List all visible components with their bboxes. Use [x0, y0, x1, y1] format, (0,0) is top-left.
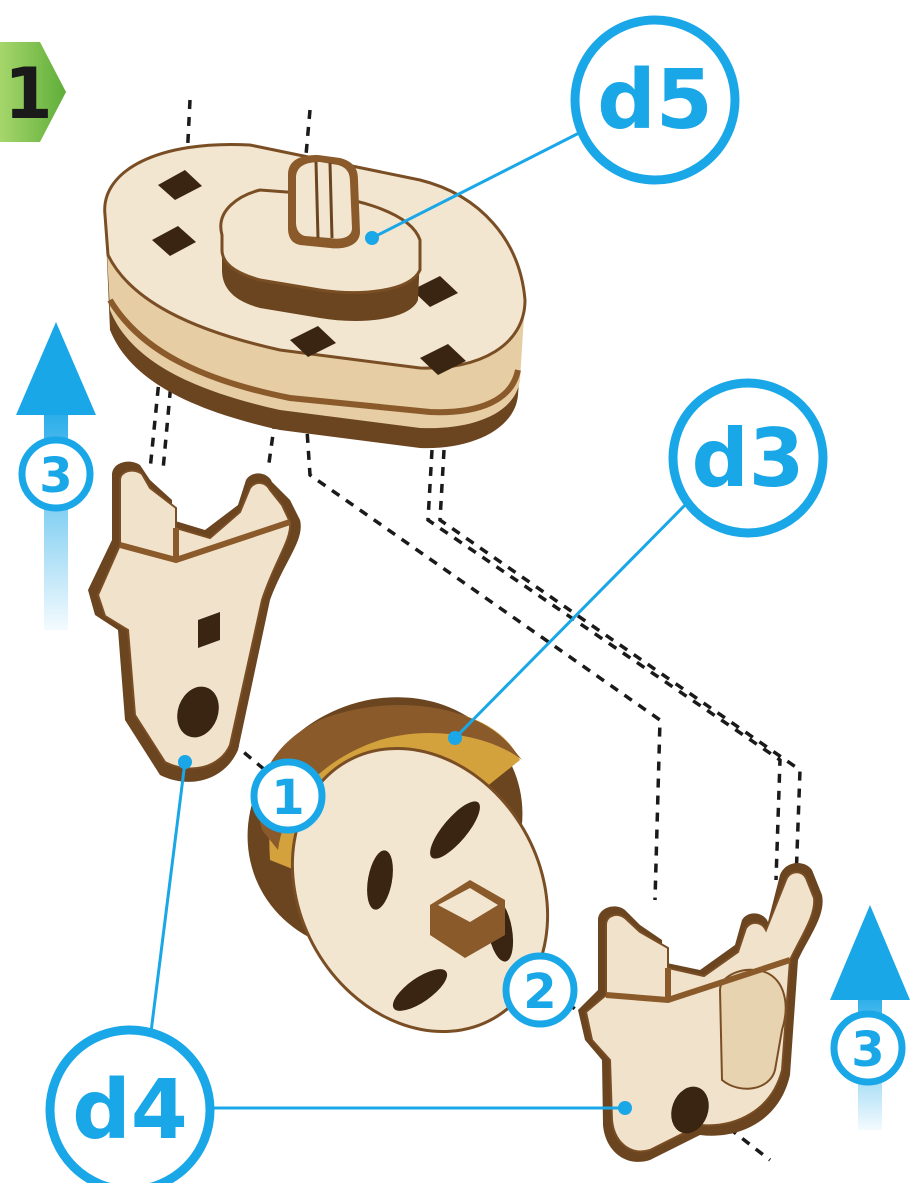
callout-d4: d4	[50, 1030, 210, 1183]
order-badge-2-label: 2	[523, 964, 556, 1020]
part-d5-top-plate	[105, 144, 525, 448]
callout-d3-label: d3	[692, 412, 805, 505]
order-badge-1-label: 1	[271, 770, 304, 826]
callout-d3: d3	[673, 383, 823, 533]
callout-d5: d5	[575, 20, 735, 180]
order-badge-3-left-label: 3	[39, 448, 72, 504]
part-d4-left-bracket	[88, 462, 301, 782]
order-badge-3-left: 3	[22, 440, 90, 508]
order-badge-1: 1	[254, 762, 322, 830]
part-d4-right-bracket	[578, 863, 823, 1162]
step-number: 1	[4, 53, 53, 135]
step-badge: 1	[0, 42, 66, 142]
callout-d5-label: d5	[597, 53, 713, 148]
order-badge-2: 2	[506, 956, 574, 1024]
order-badge-3-right-label: 3	[851, 1022, 884, 1078]
order-badge-3-right: 3	[834, 1014, 902, 1082]
callout-d4-label: d4	[72, 1063, 188, 1158]
